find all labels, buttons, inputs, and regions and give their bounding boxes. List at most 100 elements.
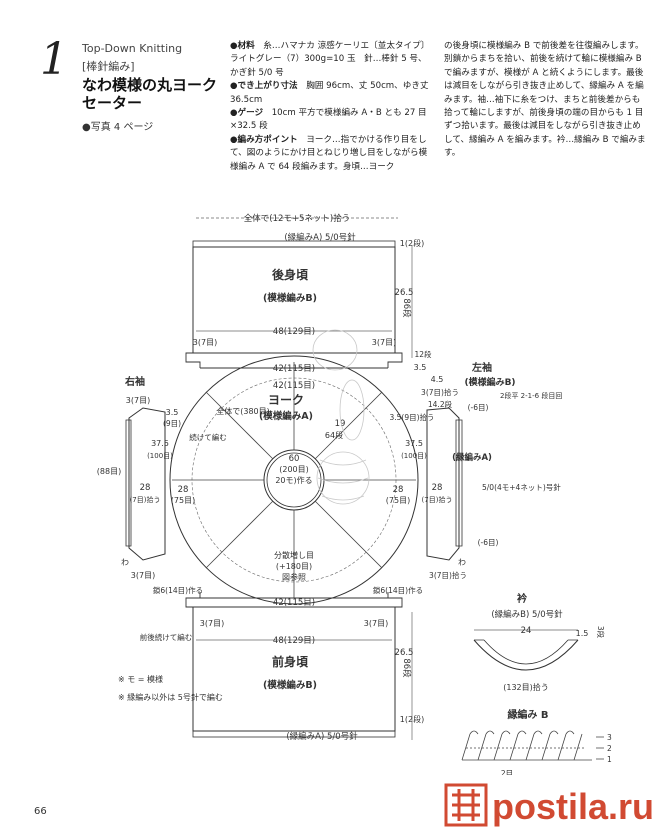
side-len-right: 28 <box>393 485 404 495</box>
back-height-label: 26.5 <box>395 288 414 298</box>
left-sleeve-wa: わ <box>458 558 466 567</box>
right-sleeve-circ: 37.5 <box>151 439 169 448</box>
chain-right: 鎖6(14目)作る <box>373 585 423 595</box>
collar-width: 24 <box>521 626 532 636</box>
left-sleeve-g: (100目) <box>401 452 427 460</box>
pattern-number: 1 <box>40 34 68 85</box>
left-sleeve-pattern: (模様編みB) <box>464 376 515 388</box>
chain-left: 鎖6(14目)作る <box>153 585 203 595</box>
collar-pattern: (縁編みB) 5/0号針 <box>491 609 563 620</box>
collar-title: 衿 <box>517 592 527 605</box>
size-text: 胸囲 96cm、丈 50cm、ゆき丈 36.5cm <box>230 81 429 105</box>
yoke-division-lines <box>172 362 416 598</box>
yarn-illustration <box>312 329 370 505</box>
edging-row-2: 2 <box>607 744 612 753</box>
instructions-column-2: の後身頃に模様編み B で前後差を往復編みします。別鎖からまちを拾い、前後を続け… <box>444 40 646 161</box>
right-sleeve-wa: わ <box>121 558 129 567</box>
front-width-label: 48(129目) <box>273 636 315 646</box>
right-sleeve-bottom: 3(7目) <box>131 571 155 580</box>
points-text: ヨーク…指でかける作り目をして、図のようにかけ目とねじり増し目をしながら模様編み… <box>230 134 428 172</box>
front-yoke-width: 42(115目) <box>273 598 315 608</box>
front-height-label: 26.5 <box>395 648 414 658</box>
left-sleeve-needle: 5/0(4モ+4ネット)号針 <box>482 482 561 492</box>
right-sleeve-title: 右袖 <box>124 375 145 388</box>
left-sleeve-e: 3.5(9目)拾う <box>389 412 434 422</box>
knit-continuous-label: 続けて編む <box>189 432 227 442</box>
neck-sts: (200目) <box>279 465 309 474</box>
right-sleeve-width-sts: (9目) <box>163 419 181 428</box>
right-sleeve-circ-sts: (100目) <box>147 452 173 460</box>
left-sleeve-bottom: 3(7目)拾う <box>429 570 467 580</box>
back-body-pattern: (模様編みB) <box>263 292 317 304</box>
back-gusset-right-label: 3(7目) <box>372 338 396 347</box>
left-sleeve-edge: (縁編みA) <box>452 452 492 463</box>
edging-b-title: 縁編み B <box>507 708 548 721</box>
collar-depth: 1.5 <box>576 629 589 638</box>
subtitle-jp: [棒針編み] <box>82 60 135 73</box>
front-edge-band <box>192 730 396 738</box>
pattern-title: なわ模様の丸ヨークセーター <box>82 76 218 112</box>
back-gusset-right <box>387 352 403 368</box>
left-sleeve-h: 28 <box>432 483 443 493</box>
materials-text: 糸…ハマナカ 涼感ケーリエ〔並太タイプ〕ライトグレー（7）300g=10 玉 針… <box>230 41 430 78</box>
size-label: ●でき上がり寸法 <box>230 81 298 92</box>
yoke-pattern: (模様編みA) <box>259 410 313 422</box>
yoke-width-1: 42(115目) <box>273 364 315 374</box>
watermark-text: postila.ru <box>492 786 655 827</box>
right-sleeve-cuff <box>125 419 132 547</box>
edging-row-1: 1 <box>607 755 612 764</box>
increase-note: 分散増し目 <box>274 550 314 560</box>
yoke-outer-circle <box>169 355 419 605</box>
neck-opening-inner <box>266 452 322 508</box>
subtitle-en: Top-Down Knitting <box>82 42 183 55</box>
right-rows-label: 12段 <box>414 349 432 359</box>
back-rows-label: 86段 <box>401 298 412 318</box>
right-sleeve-edge: (88目) <box>97 467 121 476</box>
left-sleeve-outline <box>426 407 460 561</box>
instructions-column-1: ●材料 糸…ハマナカ 涼感ケーリエ〔並太タイプ〕ライトグレー（7）300g=10… <box>230 40 432 174</box>
left-sleeve-cuff <box>455 419 463 547</box>
cast-on-label: 全体で(12モ+5ネット)拾う <box>244 213 350 224</box>
collar-outer-curve <box>473 639 579 671</box>
back-edge-label: (縁編みA) 5/0号針 <box>284 232 356 243</box>
back-gusset-left-label: 3(7目) <box>193 338 217 347</box>
left-sleeve-dec2: (-6目) <box>478 538 499 547</box>
postila-logo-icon <box>444 783 488 827</box>
left-sleeve-dec: (-6目) <box>468 403 489 412</box>
left-sleeve-i: (7目)拾う <box>422 495 453 504</box>
left-sleeve-c: 3(7目)拾う <box>421 387 459 397</box>
collar-pickup: (132目)拾う <box>503 682 549 692</box>
yoke-total-label: 全体で(380目) <box>216 406 270 416</box>
side-sts-right: (75目) <box>386 496 410 505</box>
gauge-text: 10cm 平方で模様編み A・B とも 27 目×32.5 段 <box>230 108 427 132</box>
left-sleeve-d: 14.2段 <box>428 399 453 409</box>
collar-inner-curve <box>483 639 569 665</box>
front-gusset-right-label: 3(7目) <box>364 619 388 628</box>
front-body-pattern: (模様編みB) <box>263 679 317 691</box>
edging-row-3: 3 <box>607 733 612 742</box>
right-sleeve-width: 3.5 <box>166 408 179 417</box>
yoke-rows-cm: 19 <box>335 419 346 429</box>
side-len-left: 28 <box>178 485 189 495</box>
materials-label: ●材料 <box>230 41 255 51</box>
page-number: 66 <box>34 806 47 817</box>
right-sleeve-pick: (7目)拾う <box>130 495 161 504</box>
increase-count: (+180目) <box>276 562 312 571</box>
right-sleeve-top: 3(7目) <box>126 396 150 405</box>
neck-cm: 60 <box>289 454 300 464</box>
left-sleeve-a: 4.5 <box>431 375 444 384</box>
collar-rows: 3段 <box>596 626 606 639</box>
edging-repeat: 2目 <box>501 769 513 778</box>
yoke-title: ヨーク <box>268 393 304 407</box>
neck-note: 20モ)作る <box>275 475 312 485</box>
left-sleeve-dec-rows: 2段平 2-1-6 段目回 <box>500 391 562 400</box>
yoke-rows-label: 64段 <box>325 430 343 440</box>
back-gusset-left <box>185 352 201 368</box>
back-width-label: 48(129目) <box>273 327 315 337</box>
back-body-title: 後身頃 <box>272 267 309 282</box>
photo-reference: ●写真 4 ページ <box>82 122 154 133</box>
note-needles: ※ 縁編み以外は 5号針で編む <box>118 692 223 702</box>
gauge-label: ●ゲージ <box>230 108 264 119</box>
front-body-title: 前身頃 <box>272 654 309 669</box>
